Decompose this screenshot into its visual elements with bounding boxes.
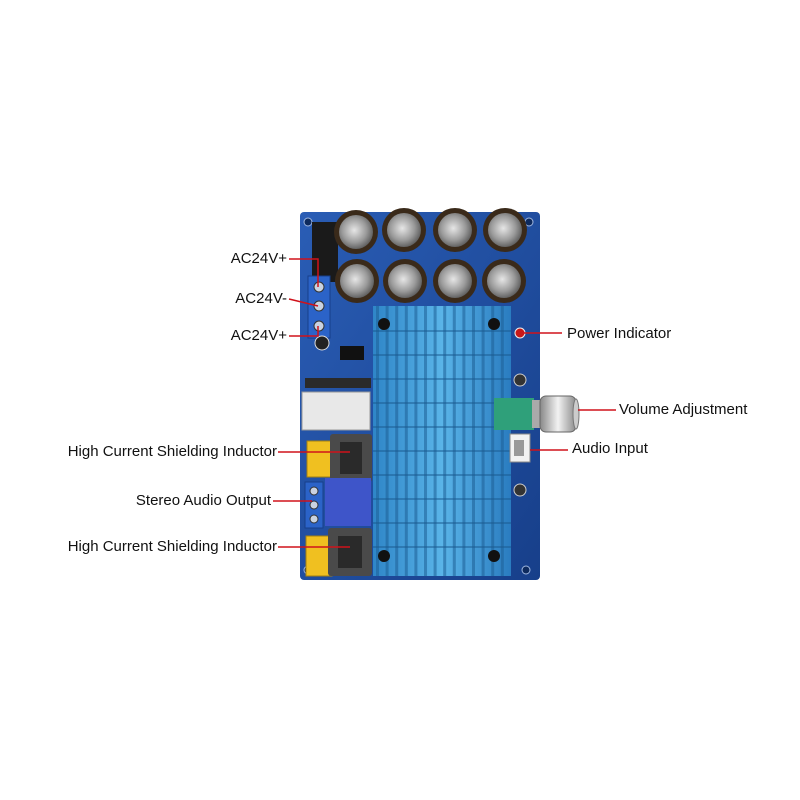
label-power-indicator: Power Indicator xyxy=(567,325,672,342)
heatsink xyxy=(373,306,511,576)
callout-line-ac24v-plus-bottom xyxy=(289,326,319,337)
heatsink-groove xyxy=(373,330,511,332)
heatsink-groove xyxy=(373,354,511,356)
heatsink-screw xyxy=(378,550,390,562)
heatsink-groove xyxy=(373,522,511,524)
label-ac24v-plus-top: AC24V+ xyxy=(230,250,287,267)
capacitor xyxy=(334,210,378,254)
heatsink-fin xyxy=(452,306,456,576)
audio-input-connector xyxy=(509,433,531,463)
mount-hole xyxy=(303,217,313,227)
label-inductor-top: High Current Shielding Inductor xyxy=(67,443,277,460)
output-module xyxy=(325,478,371,526)
label-stereo-output: Stereo Audio Output xyxy=(135,492,271,509)
heatsink-groove xyxy=(373,378,511,380)
volume-potentiometer xyxy=(494,395,580,433)
heatsink-fin xyxy=(443,306,447,576)
capacitor xyxy=(382,208,426,252)
relay xyxy=(301,391,371,431)
heatsink-fin xyxy=(433,306,437,576)
capacitor-bank xyxy=(334,208,527,303)
capacitor xyxy=(433,259,477,303)
heatsink-fin xyxy=(404,306,408,576)
capacitor xyxy=(335,259,379,303)
label-inductor-bottom: High Current Shielding Inductor xyxy=(67,538,277,555)
callout-line-ac24v-minus xyxy=(288,298,319,307)
yellow-terminal xyxy=(306,440,334,478)
heatsink-fin xyxy=(481,306,485,576)
heatsink-groove xyxy=(373,498,511,500)
heatsink-fin xyxy=(414,306,418,576)
heatsink-fin xyxy=(491,306,495,576)
heatsink-fin xyxy=(385,306,389,576)
heatsink-fins xyxy=(373,306,511,576)
ic-chip xyxy=(340,346,364,360)
small-capacitor xyxy=(513,483,527,497)
heatsink-groove xyxy=(373,474,511,476)
heatsink-fin xyxy=(500,306,504,576)
heatsink-groove xyxy=(373,426,511,428)
heatsink-fin xyxy=(395,306,399,576)
callout-lines xyxy=(273,258,616,548)
stereo-output-terminal xyxy=(304,481,324,529)
heatsink-groove xyxy=(373,546,511,548)
mount-hole xyxy=(521,565,531,575)
heatsink-screw xyxy=(488,550,500,562)
capacitor xyxy=(482,259,526,303)
label-ac24v-plus-bottom: AC24V+ xyxy=(230,327,287,344)
heatsink-groove xyxy=(373,402,511,404)
heatsink-groove xyxy=(373,450,511,452)
heatsink-fin xyxy=(462,306,466,576)
rectifier-block xyxy=(312,222,338,282)
capacitor xyxy=(483,208,527,252)
heatsink-fin xyxy=(376,306,379,576)
label-volume-adjustment: Volume Adjustment xyxy=(619,401,748,418)
label-audio-input: Audio Input xyxy=(572,440,648,457)
small-capacitor xyxy=(314,335,330,351)
heatsink-fin xyxy=(472,306,475,576)
label-ac24v-minus: AC24V- xyxy=(235,290,287,307)
small-capacitor xyxy=(513,373,527,387)
capacitor xyxy=(383,259,427,303)
shielding-inductor-bottom xyxy=(328,528,372,576)
heatsink-fin xyxy=(424,306,427,576)
resistor-row xyxy=(305,378,371,388)
shielding-inductor-top xyxy=(330,434,372,482)
heatsink-screw xyxy=(488,318,500,330)
callout-line-ac24v-plus-top xyxy=(289,258,319,287)
heatsink-screw xyxy=(378,318,390,330)
power-terminal-block xyxy=(307,275,331,339)
capacitor xyxy=(433,208,477,252)
